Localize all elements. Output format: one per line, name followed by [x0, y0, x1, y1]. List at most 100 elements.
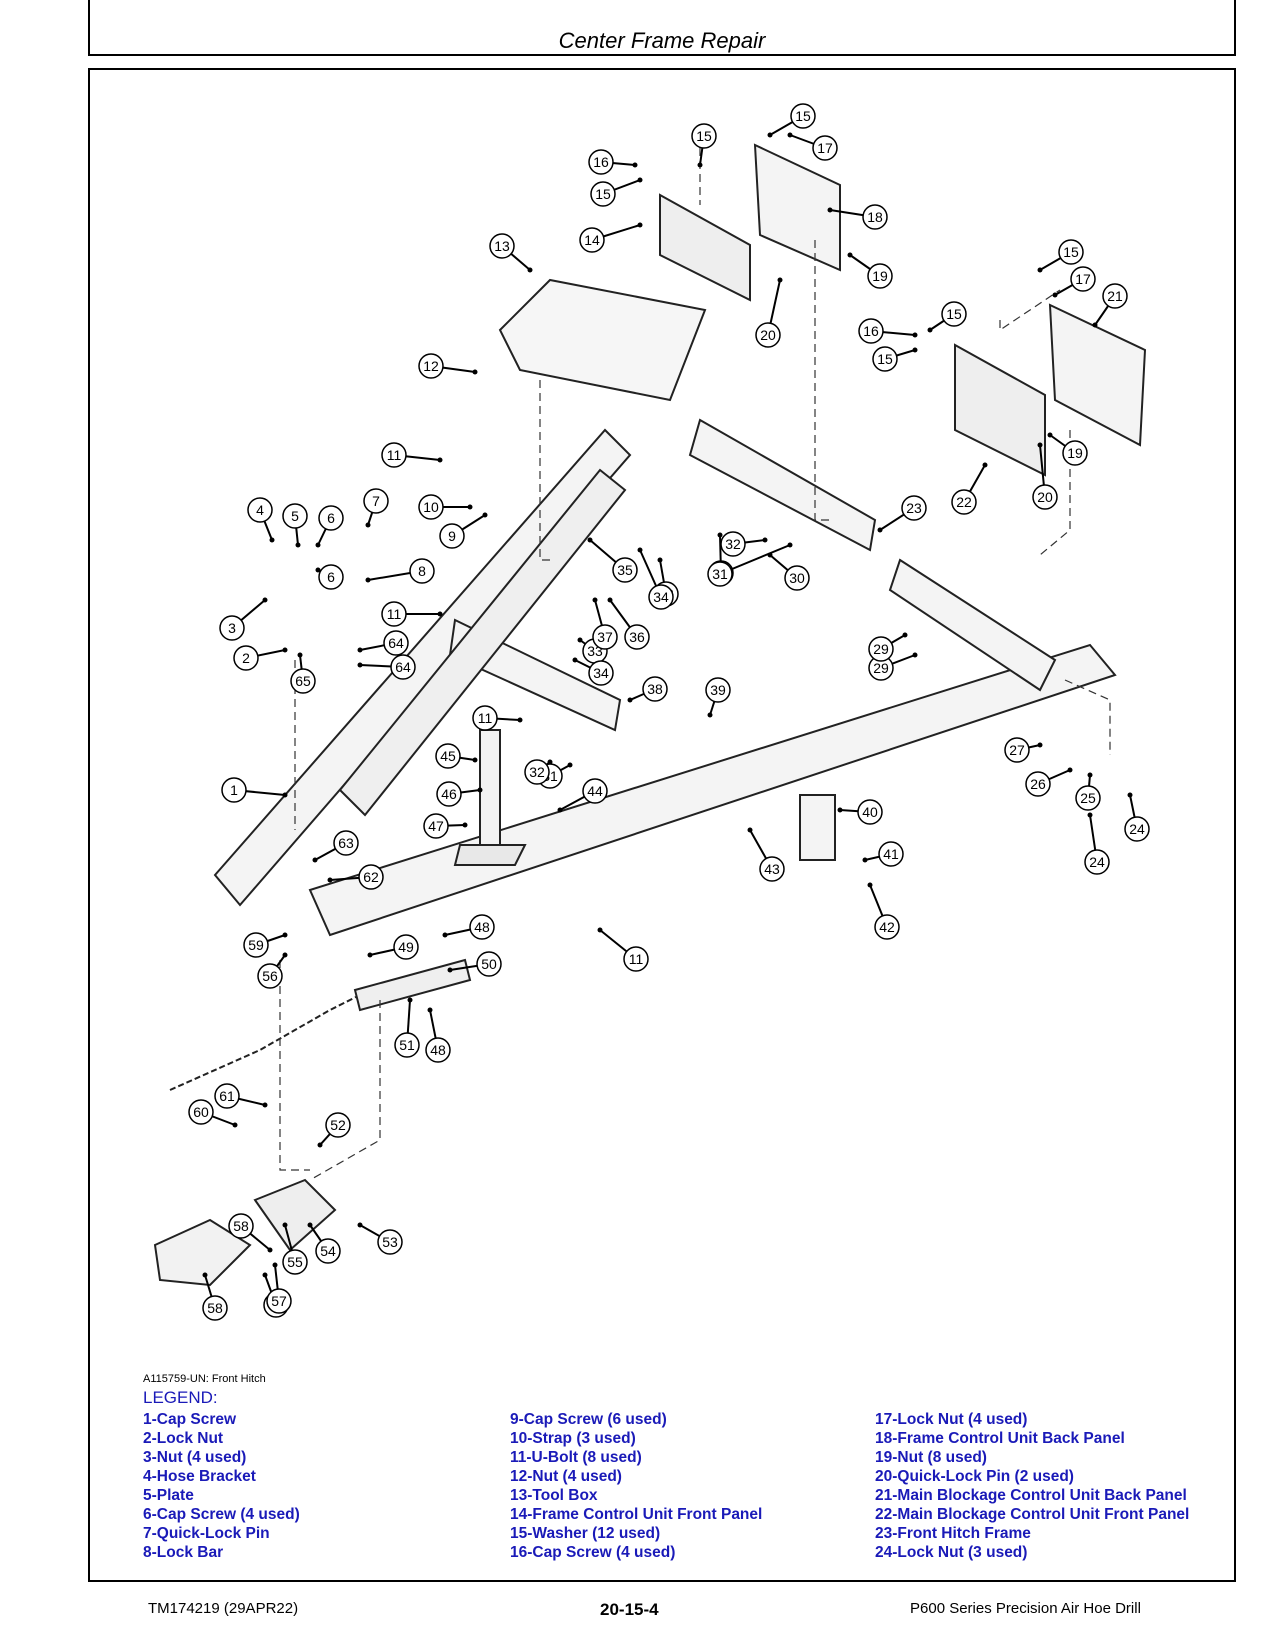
callout-13: 13: [489, 233, 533, 273]
callout-45: 45: [435, 743, 478, 769]
leader-arrowhead: [1087, 772, 1093, 778]
callout-circle: [418, 494, 444, 520]
callout-12: 12: [418, 353, 478, 379]
leader-arrowhead: [1052, 292, 1058, 298]
leader-arrowhead: [637, 222, 643, 228]
callout-15: 15: [927, 301, 967, 333]
callout-circle: [247, 497, 273, 523]
callout-number: 55: [287, 1254, 303, 1270]
callout-circle: [233, 645, 259, 671]
legend-item: 7-Quick-Lock Pin: [143, 1525, 270, 1542]
callout-circle: [623, 946, 649, 972]
leader-arrowhead: [572, 657, 578, 663]
callout-number: 30: [789, 570, 805, 586]
leader-arrowhead: [787, 542, 793, 548]
header-frame: [88, 0, 1236, 56]
callout-20: 20: [1032, 442, 1058, 510]
leader-arrowhead: [1127, 792, 1133, 798]
callout-circle: [418, 353, 444, 379]
leader-arrowhead: [517, 717, 523, 723]
callout-circle: [951, 489, 977, 515]
callout-number: 15: [595, 186, 611, 202]
legend-item: 1-Cap Screw: [143, 1411, 237, 1428]
leader-arrowhead: [717, 532, 723, 538]
legend-item: 10-Strap (3 used): [510, 1430, 636, 1447]
callout-circle: [588, 660, 614, 686]
leader-arrowhead: [297, 652, 303, 658]
leader-arrowhead: [557, 807, 563, 813]
leader-arrowhead: [902, 632, 908, 638]
callout-circle: [202, 1295, 228, 1321]
left-hitch-arm: [213, 428, 632, 907]
callout-circle: [858, 318, 884, 344]
callout-number: 48: [474, 919, 490, 935]
leader-arrowhead: [627, 697, 633, 703]
leader-arrowhead: [657, 557, 663, 563]
callout-circle: [901, 495, 927, 521]
leader-arrowhead: [597, 927, 603, 933]
callout-29: 29: [868, 652, 918, 681]
callout-circle: [1032, 484, 1058, 510]
leader-arrowhead: [262, 597, 268, 603]
callout-circle: [1124, 816, 1150, 842]
leader-arrowhead: [282, 792, 288, 798]
callout-number: 38: [647, 681, 663, 697]
callout-number: 45: [440, 748, 456, 764]
product-name: P600 Series Precision Air Hoe Drill: [910, 1600, 1141, 1617]
leader-arrowhead: [697, 162, 703, 168]
callout-number: 58: [207, 1300, 223, 1316]
callout-circle: [705, 677, 731, 703]
legend-item: 23-Front Hitch Frame: [875, 1525, 1031, 1542]
callout-number: 25: [1080, 790, 1096, 806]
figure-id: A115759-UN: Front Hitch: [143, 1373, 266, 1385]
callout-57: 57: [266, 1262, 292, 1314]
callout-circle: [318, 564, 344, 590]
callout-circle: [315, 1238, 341, 1264]
callout-circle: [872, 346, 898, 372]
callout-circle: [1062, 440, 1088, 466]
callout-47: 47: [423, 813, 468, 839]
blockage-back-panel: [1048, 303, 1147, 447]
legend-item: 21-Main Blockage Control Unit Back Panel: [875, 1487, 1187, 1504]
callout-number: 24: [1089, 854, 1105, 870]
leader-arrowhead: [707, 712, 713, 718]
leader-arrowhead: [267, 1247, 273, 1253]
callout-20: 20: [755, 277, 783, 348]
callout-43: 43: [747, 827, 785, 882]
callout-52: 52: [317, 1112, 351, 1148]
callout-circle: [325, 1112, 351, 1138]
page-title: Center Frame Repair: [558, 28, 766, 53]
callout-circle: [624, 624, 650, 650]
callout-number: 11: [387, 447, 402, 463]
legend-item: 18-Frame Control Unit Back Panel: [875, 1430, 1125, 1447]
leader-arrowhead: [837, 807, 843, 813]
safety-chain: [169, 984, 381, 1091]
callout-32: 32: [720, 531, 768, 557]
callout-number: 7: [372, 493, 380, 509]
callout-27: 27: [1004, 737, 1043, 763]
callout-number: 64: [388, 635, 404, 651]
leader-arrowhead: [317, 1142, 323, 1148]
legend-item: 17-Lock Nut (4 used): [875, 1411, 1028, 1428]
callout-circle: [282, 1249, 308, 1275]
callout-number: 19: [872, 268, 888, 284]
callout-number: 49: [398, 939, 414, 955]
callout-14: 14: [579, 222, 643, 253]
callout-61: 61: [214, 1083, 268, 1109]
callout-number: 31: [712, 566, 728, 582]
callout-15: 15: [767, 103, 816, 138]
leader-arrowhead: [747, 827, 753, 833]
leader-arrowhead: [262, 1272, 268, 1278]
callout-10: 10: [418, 494, 473, 520]
callout-17: 17: [787, 132, 838, 161]
callout-number: 63: [338, 835, 354, 851]
callout-11: 11: [597, 927, 649, 972]
leader-arrowhead: [462, 822, 468, 828]
hitch-clevis: [253, 1178, 337, 1252]
callout-36: 36: [607, 597, 650, 650]
callout-circle: [862, 204, 888, 230]
leader-arrowhead: [477, 787, 483, 793]
callout-number: 15: [877, 351, 893, 367]
callout-circle: [588, 149, 614, 175]
callout-50: 50: [447, 951, 502, 977]
